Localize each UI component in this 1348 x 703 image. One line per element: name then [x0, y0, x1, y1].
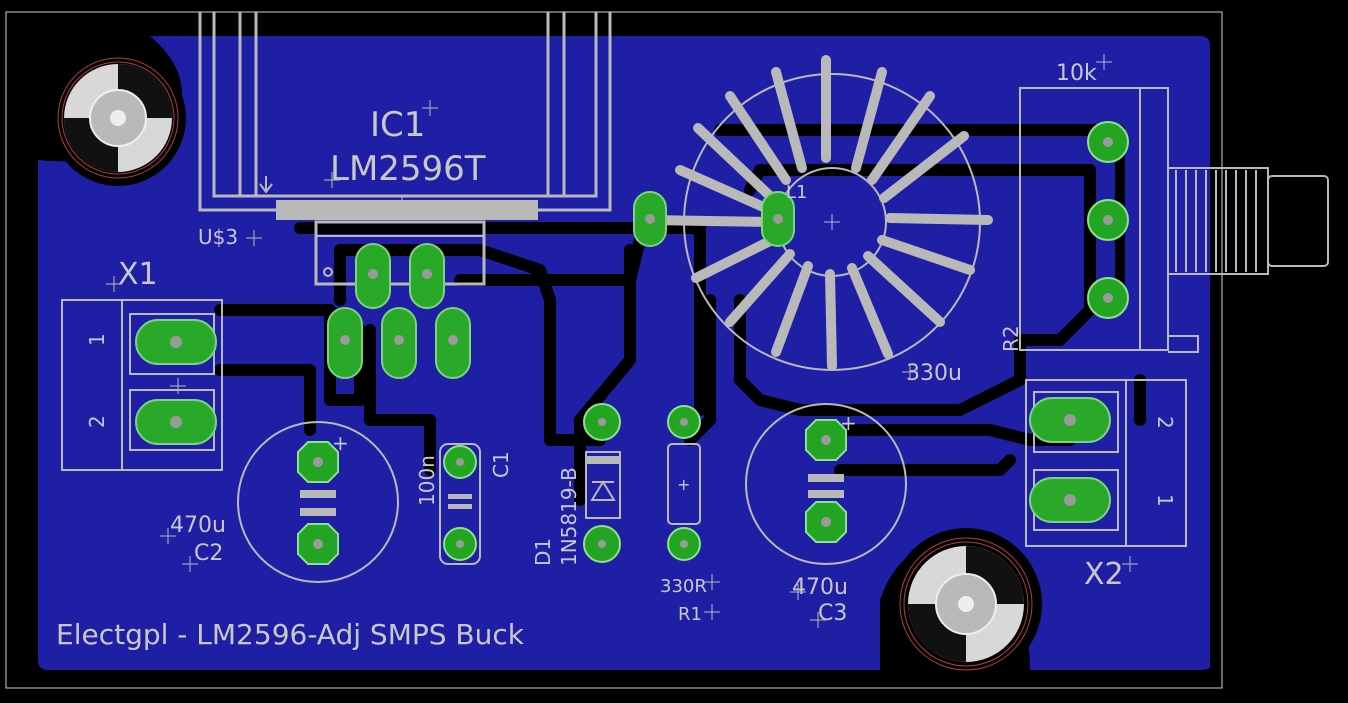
d1-value-label: 1N5819-B: [557, 467, 581, 566]
x1-label: X1: [118, 257, 158, 292]
silkscreen-labels: IC1 LM2596T U$3 L1 10k R2 330u X1 X2 1 2…: [56, 61, 1177, 651]
c3-name-label: C3: [818, 601, 847, 626]
capacitor-c3: [745, 403, 907, 565]
x1-pin1-label: 1: [85, 333, 109, 346]
c1-name-label: C1: [489, 451, 513, 478]
c1-value-label: 100n: [415, 455, 439, 506]
c2-name-label: C2: [194, 541, 223, 566]
d1-name-label: D1: [531, 538, 555, 566]
r1-name-label: R1: [678, 604, 702, 625]
c3-value-label: 470u: [792, 575, 848, 600]
mounting-hole-left: [50, 50, 186, 186]
heatsink-label: U$3: [198, 225, 238, 249]
plus-c3-label: +: [840, 411, 857, 435]
pot-name-label: R2: [999, 325, 1023, 352]
x2-pin2-label: 2: [1153, 416, 1177, 429]
terminal-x1: [61, 299, 223, 471]
x2-label: X2: [1084, 557, 1124, 592]
heatsink-u3: [198, 12, 612, 220]
x1-pin2-label: 2: [85, 415, 109, 428]
cap-330-label: 330u: [906, 361, 962, 386]
inductor-l1: [633, 55, 993, 371]
ic1-value-label: LM2596T: [330, 149, 486, 189]
board-outline: [5, 11, 1223, 689]
capacitor-c1: [439, 443, 481, 565]
mounting-hole-right: [890, 528, 1042, 680]
capacitor-c2: [237, 421, 399, 583]
plus-r1-label: +: [677, 475, 690, 494]
pot-value-label: 10k: [1056, 61, 1097, 86]
footer-label: Electgpl - LM2596-Adj SMPS Buck: [56, 618, 525, 651]
ic1-body: [314, 220, 486, 286]
resistor-r1: [667, 405, 701, 561]
ic1-name-label: IC1: [370, 105, 425, 145]
isolation-traces: [214, 124, 1146, 506]
c2-value-label: 470u: [170, 513, 226, 538]
origin-crosses: [106, 54, 1138, 628]
ic1-pads: [327, 243, 471, 379]
r1-value-label: 330R: [660, 576, 707, 597]
x2-pin1-label: 1: [1153, 494, 1177, 507]
diode-d1: [583, 403, 621, 563]
plus-c2-label: +: [332, 431, 349, 455]
potentiometer-r2: [1019, 87, 1329, 353]
inductor-label: L1: [786, 182, 807, 203]
terminal-x2: [1025, 379, 1187, 547]
